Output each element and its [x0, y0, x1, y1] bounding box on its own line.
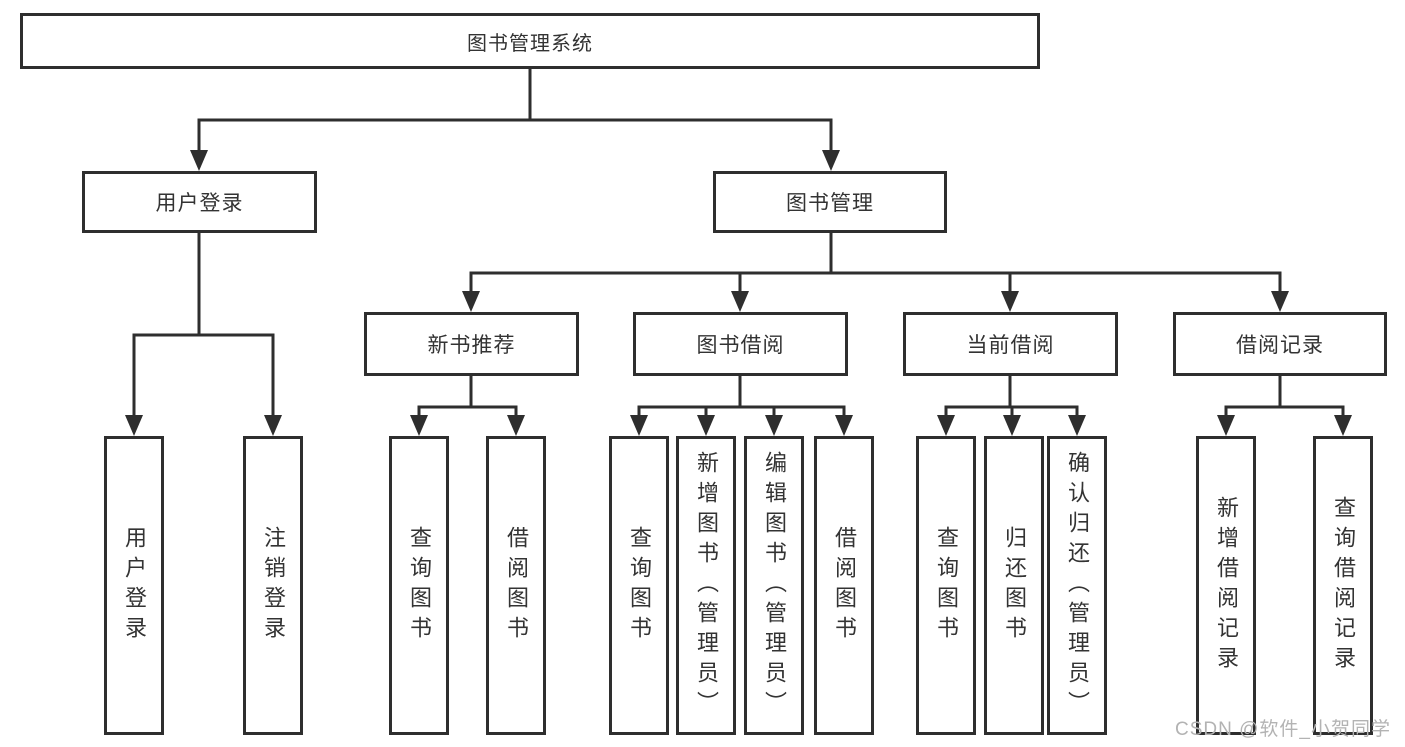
node-leaf-query-books-borrow: 查询图书	[609, 436, 669, 735]
node-leaf-edit-books-admin: 编辑图书（管理员）	[744, 436, 804, 735]
node-leaf-borrow-books-recommend: 借阅图书	[486, 436, 546, 735]
leaf-label: 归还图书	[1002, 525, 1027, 646]
node-leaf-query-borrow-record: 查询借阅记录	[1313, 436, 1373, 735]
leaf-label: 确认归还（管理员）	[1065, 450, 1090, 721]
leaf-label: 查询借阅记录	[1331, 495, 1356, 676]
connector-new-book-rec-children	[410, 374, 525, 436]
connector-current-borrow-children	[937, 374, 1086, 436]
connector-user-login-children	[125, 231, 282, 436]
node-leaf-query-books-current: 查询图书	[916, 436, 976, 735]
leaf-label: 查询图书	[627, 525, 652, 646]
node-new-book-recommendation: 新书推荐	[364, 312, 579, 376]
leaf-label: 注销登录	[261, 525, 286, 646]
leaf-label: 查询图书	[407, 525, 432, 646]
node-book-borrowing: 图书借阅	[633, 312, 848, 376]
node-leaf-logout: 注销登录	[243, 436, 303, 735]
leaf-label: 用户登录	[122, 525, 147, 646]
connector-root-to-level1	[190, 67, 840, 171]
node-leaf-user-login: 用户登录	[104, 436, 164, 735]
connector-book-mgmt-children	[462, 231, 1289, 312]
leaf-label: 编辑图书（管理员）	[762, 450, 787, 721]
leaf-label: 借阅图书	[504, 525, 529, 646]
node-borrowing-records: 借阅记录	[1173, 312, 1387, 376]
node-current-borrowing: 当前借阅	[903, 312, 1118, 376]
node-leaf-add-books-admin: 新增图书（管理员）	[676, 436, 736, 735]
node-book-management-module: 图书管理	[713, 171, 947, 233]
connector-borrow-record-children	[1217, 374, 1352, 436]
node-user-login-module: 用户登录	[82, 171, 317, 233]
leaf-label: 新增图书（管理员）	[694, 450, 719, 721]
node-library-management-system: 图书管理系统	[20, 13, 1040, 69]
node-leaf-borrow-books: 借阅图书	[814, 436, 874, 735]
node-leaf-add-borrow-record: 新增借阅记录	[1196, 436, 1256, 735]
node-leaf-confirm-return-admin: 确认归还（管理员）	[1047, 436, 1107, 735]
connector-book-borrow-children	[630, 374, 853, 436]
node-leaf-return-books: 归还图书	[984, 436, 1044, 735]
leaf-label: 新增借阅记录	[1214, 495, 1239, 676]
leaf-label: 查询图书	[934, 525, 959, 646]
leaf-label: 借阅图书	[832, 525, 857, 646]
node-leaf-query-books-recommend: 查询图书	[389, 436, 449, 735]
